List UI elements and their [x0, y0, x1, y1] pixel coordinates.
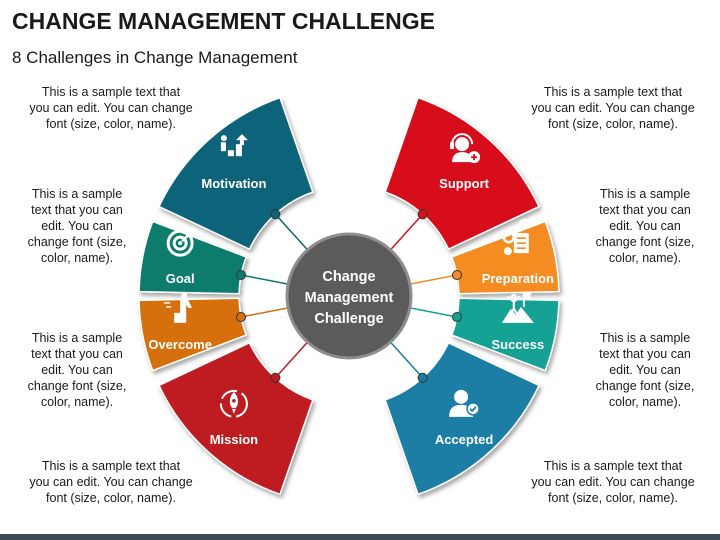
- segment-label-goal: Goal: [166, 271, 195, 286]
- connector-dot-motivation: [270, 209, 281, 220]
- headset-icon: [450, 133, 481, 164]
- connector-dot-success: [451, 311, 462, 322]
- segment-overcome: Overcome: [138, 292, 248, 372]
- connector-dot-preparation: [451, 270, 462, 281]
- segment-label-success: Success: [491, 337, 544, 352]
- segment-shape-support: [384, 96, 541, 251]
- segment-success: Success: [450, 292, 560, 372]
- summit-flag-icon: [501, 292, 534, 323]
- center-line-3: Challenge: [314, 311, 383, 327]
- segment-label-accepted: Accepted: [435, 432, 494, 447]
- connector-dot-overcome: [236, 311, 247, 322]
- page-title: CHANGE MANAGEMENT CHALLENGE: [12, 8, 435, 34]
- connector-dot-accepted: [417, 372, 428, 383]
- connector-overcome: [240, 307, 289, 318]
- bottom-accent-bar: [0, 534, 720, 540]
- stairs-climb-icon: [220, 134, 248, 157]
- target-icon: [166, 228, 197, 257]
- segment-shape-success: [450, 297, 560, 372]
- connector-dot-mission: [270, 372, 281, 383]
- center-hub: [285, 232, 413, 360]
- segment-support: Support: [384, 96, 541, 251]
- center-line-2: Management: [305, 290, 394, 306]
- connector-preparation: [409, 274, 458, 285]
- user-check-icon: [449, 389, 480, 417]
- segment-goal: Goal: [138, 220, 248, 295]
- center-line-1: Change: [322, 269, 375, 285]
- segment-label-support: Support: [439, 176, 489, 191]
- connector-support: [389, 213, 424, 251]
- connector-motivation: [274, 213, 309, 251]
- segment-shape-accepted: [384, 341, 541, 496]
- hurdle-icon: [164, 292, 193, 323]
- segment-shape-preparation: [450, 220, 560, 295]
- connector-mission: [274, 341, 309, 379]
- segment-shape-goal: [138, 220, 248, 295]
- segment-preparation: Preparation: [450, 219, 560, 295]
- segment-shape-overcome: [138, 297, 248, 372]
- planning-icon: [502, 219, 529, 256]
- segment-label-overcome: Overcome: [148, 337, 212, 352]
- segment-label-mission: Mission: [210, 432, 258, 447]
- segment-accepted: Accepted: [384, 341, 541, 496]
- connector-goal: [240, 274, 289, 285]
- segment-label-preparation: Preparation: [482, 271, 554, 286]
- connector-accepted: [389, 341, 424, 379]
- page-subtitle: 8 Challenges in Change Management: [12, 48, 298, 67]
- connector-dot-support: [417, 209, 428, 220]
- connector-success: [409, 307, 458, 318]
- segment-label-motivation: Motivation: [201, 176, 266, 191]
- connector-dot-goal: [236, 270, 247, 281]
- rocket-icon: [219, 389, 248, 418]
